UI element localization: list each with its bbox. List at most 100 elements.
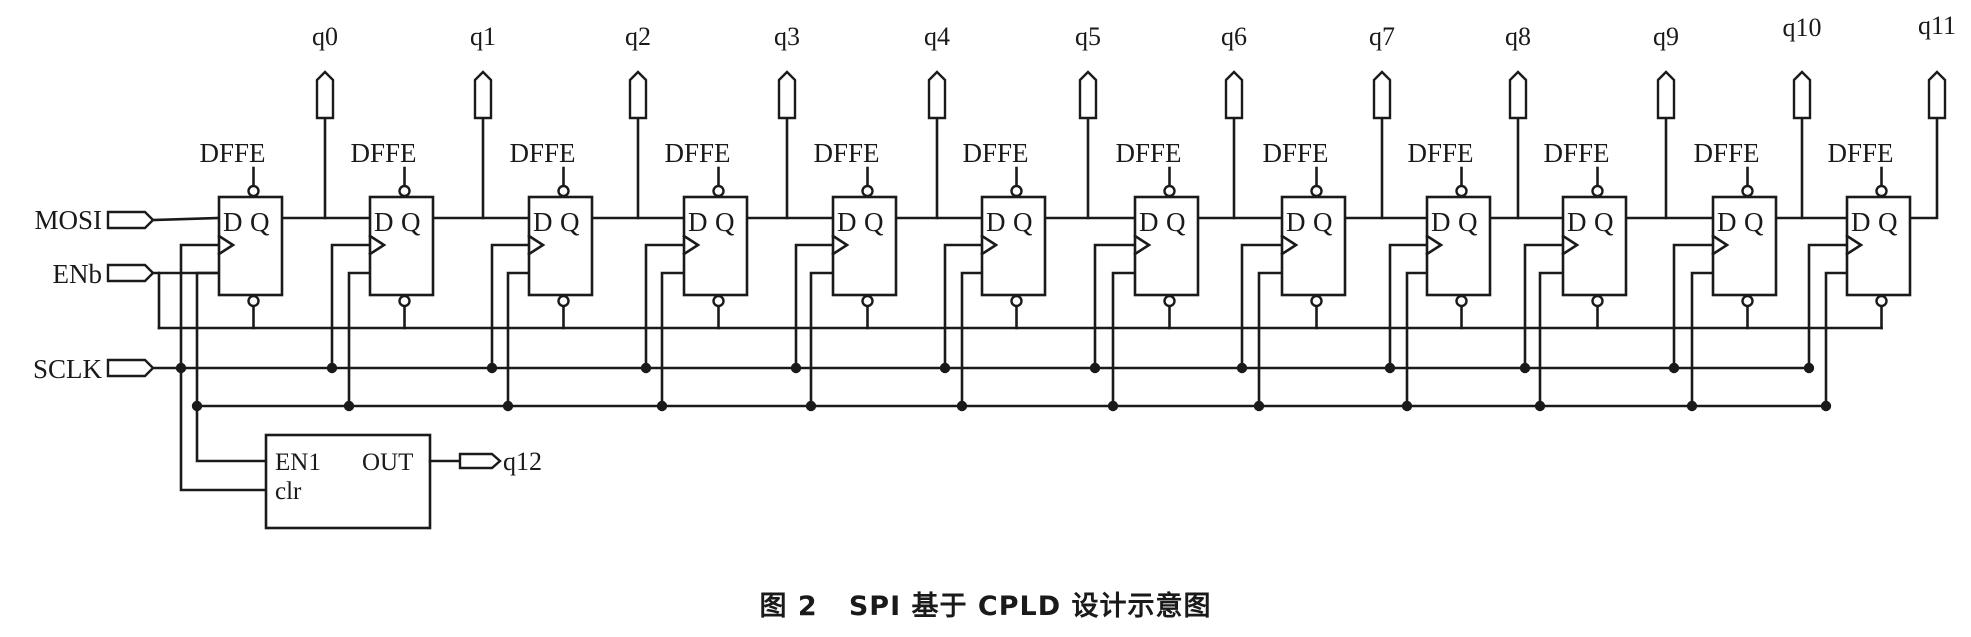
enable-feed-wire <box>1405 271 1429 408</box>
output-label: q7 <box>1369 22 1395 51</box>
sclk-junction-dot <box>326 362 338 374</box>
enable-feed-wire <box>960 271 984 408</box>
clear-bubble-icon <box>1455 294 1468 308</box>
output-label: q3 <box>774 22 800 51</box>
enable-feed-wire <box>1538 271 1565 408</box>
output-label: q10 <box>1783 13 1822 42</box>
enable-junction-dot <box>956 400 968 412</box>
output-label: q5 <box>1075 22 1101 51</box>
output-port-icon <box>1372 70 1392 120</box>
counter-clr-pin: clr <box>275 478 302 505</box>
enable-feed-wire <box>660 271 686 408</box>
dffe-box <box>217 195 284 297</box>
preset-bubble-icon <box>1875 184 1888 198</box>
output-label: q8 <box>1505 22 1531 51</box>
dffe-type-label: DFFE <box>199 138 265 168</box>
clock-feed-wire <box>1388 243 1429 370</box>
output-port-icon <box>1927 70 1947 120</box>
enable-junction-dot <box>1686 400 1698 412</box>
sclk-junction-dot <box>790 362 802 374</box>
counter-clr-wire <box>179 366 268 492</box>
clear-bubble-icon <box>1163 294 1176 308</box>
dffe-type-label: DFFE <box>1543 138 1609 168</box>
enable-feed-wire <box>195 271 221 408</box>
output-port-icon <box>927 70 947 120</box>
q11-out-wire <box>1908 116 1939 220</box>
clear-bubble-icon <box>557 294 570 308</box>
output-label: q6 <box>1221 22 1247 51</box>
output-label: q9 <box>1653 22 1679 51</box>
counter-block: EN1 OUT clr q12 <box>264 433 542 530</box>
q-pin-label: Q <box>560 207 580 237</box>
d-pin-label: D <box>374 207 394 237</box>
d-pin-label: D <box>1567 207 1587 237</box>
enable-junction-dot <box>1820 400 1832 412</box>
q-pin-label: Q <box>1458 207 1478 237</box>
enable-feed-wire <box>1111 271 1137 408</box>
clock-triangle-icon <box>831 234 850 256</box>
clock-triangle-icon <box>527 234 546 256</box>
mosi-wire <box>151 216 221 222</box>
clock-triangle-icon <box>1280 234 1299 256</box>
q-pin-label: Q <box>250 207 270 237</box>
clock-triangle-icon <box>1425 234 1444 256</box>
clock-triangle-icon <box>217 234 236 256</box>
output-port-icon <box>628 70 648 120</box>
sclk-junction-dot <box>1519 362 1531 374</box>
preset-bubble-icon <box>557 184 570 198</box>
dffe-type-label: DFFE <box>962 138 1028 168</box>
d-pin-label: D <box>986 207 1006 237</box>
q-pin-label: Q <box>1878 207 1898 237</box>
enable-junction-dot <box>502 400 514 412</box>
d-pin-label: D <box>1851 207 1871 237</box>
d-pin-label: D <box>1431 207 1451 237</box>
d-pin-label: D <box>1286 207 1306 237</box>
figure-caption: 图 2 SPI 基于 CPLD 设计示意图 <box>0 584 1971 623</box>
preset-bubble-icon <box>1010 184 1023 198</box>
clock-triangle-icon <box>368 234 387 256</box>
clear-bubble-icon <box>1591 294 1604 308</box>
preset-bubble-icon <box>1591 184 1604 198</box>
q12-port-icon <box>458 452 502 470</box>
clock-feed-wire <box>1093 243 1137 370</box>
sclk-junction-dot <box>640 362 652 374</box>
output-port-icon <box>473 70 493 120</box>
preset-bubble-icon <box>712 184 725 198</box>
q-pin-label: Q <box>1166 207 1186 237</box>
q-pin-label: Q <box>1013 207 1033 237</box>
dffe-box <box>527 195 594 297</box>
dffe-type-label: DFFE <box>509 138 575 168</box>
enable-junction-dot <box>343 400 355 412</box>
enable-junction-dot <box>1534 400 1546 412</box>
clock-feed-wire <box>330 243 372 370</box>
output-port-icon <box>315 70 335 120</box>
sclk-junction-dot <box>175 362 187 374</box>
dffe-box <box>1133 195 1200 297</box>
counter-en-wire <box>195 404 268 463</box>
enable-junction-dot <box>1401 400 1413 412</box>
mosi-label: MOSI <box>34 205 102 235</box>
clock-feed-wire <box>1523 243 1565 370</box>
output-label: q4 <box>924 22 950 51</box>
preset-bubble-icon <box>398 184 411 198</box>
output-label: q11 <box>1918 11 1956 40</box>
clear-bubble-icon <box>398 294 411 308</box>
output-port-icon <box>1508 70 1528 120</box>
q-pin-label: Q <box>715 207 735 237</box>
output-port-icon <box>1656 70 1676 120</box>
sclk-junction-dot <box>486 362 498 374</box>
clock-feed-wire <box>794 243 835 370</box>
sclk-port-icon <box>106 358 155 378</box>
clear-bubble-icon <box>1010 294 1023 308</box>
d-pin-label: D <box>688 207 708 237</box>
counter-en-pin: EN1 <box>275 449 321 476</box>
